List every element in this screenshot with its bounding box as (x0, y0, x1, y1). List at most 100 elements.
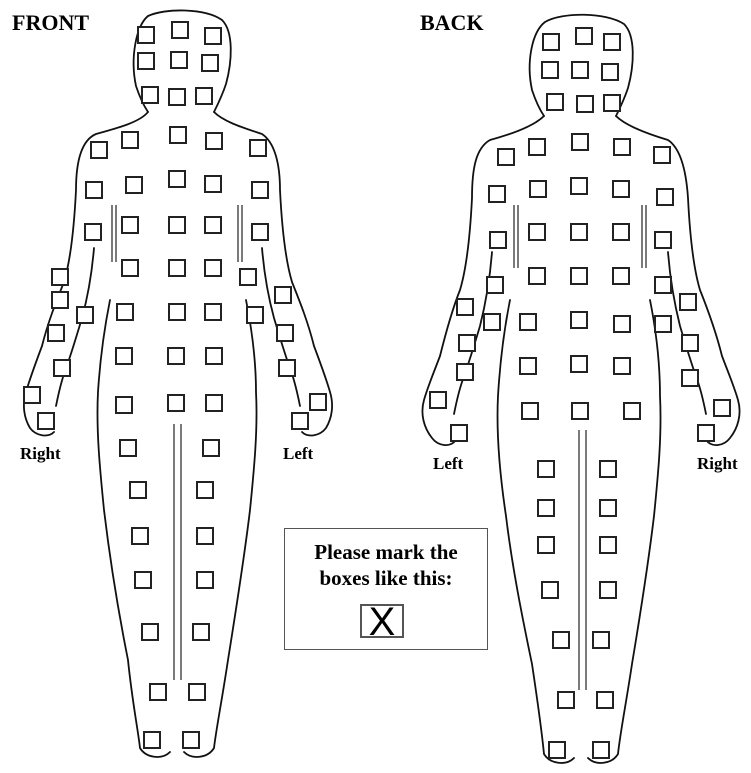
front-checkbox-39[interactable] (54, 360, 70, 376)
front-checkbox-31[interactable] (77, 307, 93, 323)
back-checkbox-25[interactable] (487, 277, 503, 293)
back-checkbox-14[interactable] (654, 147, 670, 163)
front-checkbox-41[interactable] (24, 387, 40, 403)
back-checkbox-18[interactable] (613, 181, 629, 197)
back-checkbox-30[interactable] (457, 299, 473, 315)
back-checkbox-10[interactable] (498, 149, 514, 165)
back-checkbox-29[interactable] (655, 277, 671, 293)
front-checkbox-56[interactable] (197, 528, 213, 544)
front-checkbox-32[interactable] (117, 304, 133, 320)
back-checkbox-62[interactable] (597, 692, 613, 708)
back-checkbox-63[interactable] (549, 742, 565, 758)
back-checkbox-44[interactable] (698, 425, 714, 441)
front-checkbox-4[interactable] (138, 53, 154, 69)
back-checkbox-31[interactable] (484, 314, 500, 330)
front-checkbox-34[interactable] (205, 304, 221, 320)
front-checkbox-24[interactable] (252, 224, 268, 240)
front-checkbox-13[interactable] (206, 133, 222, 149)
front-checkbox-60[interactable] (193, 624, 209, 640)
back-checkbox-40[interactable] (682, 370, 698, 386)
back-checkbox-47[interactable] (614, 358, 630, 374)
back-checkbox-51[interactable] (538, 461, 554, 477)
front-checkbox-53[interactable] (130, 482, 146, 498)
front-checkbox-46[interactable] (168, 348, 184, 364)
front-checkbox-26[interactable] (122, 260, 138, 276)
back-checkbox-38[interactable] (682, 335, 698, 351)
back-checkbox-49[interactable] (572, 403, 588, 419)
front-checkbox-29[interactable] (240, 269, 256, 285)
back-checkbox-7[interactable] (547, 94, 563, 110)
front-checkbox-57[interactable] (135, 572, 151, 588)
back-checkbox-27[interactable] (571, 268, 587, 284)
front-checkbox-59[interactable] (142, 624, 158, 640)
back-checkbox-64[interactable] (593, 742, 609, 758)
front-checkbox-38[interactable] (277, 325, 293, 341)
back-checkbox-4[interactable] (542, 62, 558, 78)
front-checkbox-62[interactable] (189, 684, 205, 700)
back-checkbox-46[interactable] (571, 356, 587, 372)
front-checkbox-16[interactable] (126, 177, 142, 193)
back-checkbox-39[interactable] (457, 364, 473, 380)
back-checkbox-43[interactable] (451, 425, 467, 441)
back-checkbox-58[interactable] (600, 582, 616, 598)
front-checkbox-63[interactable] (144, 732, 160, 748)
back-checkbox-12[interactable] (572, 134, 588, 150)
front-checkbox-37[interactable] (48, 325, 64, 341)
back-checkbox-55[interactable] (538, 537, 554, 553)
back-checkbox-19[interactable] (657, 189, 673, 205)
back-checkbox-1[interactable] (543, 34, 559, 50)
front-checkbox-36[interactable] (275, 287, 291, 303)
back-checkbox-9[interactable] (604, 95, 620, 111)
front-checkbox-28[interactable] (205, 260, 221, 276)
front-checkbox-47[interactable] (206, 348, 222, 364)
back-checkbox-32[interactable] (520, 314, 536, 330)
back-checkbox-15[interactable] (489, 186, 505, 202)
front-checkbox-5[interactable] (171, 52, 187, 68)
back-checkbox-60[interactable] (593, 632, 609, 648)
front-checkbox-3[interactable] (205, 28, 221, 44)
back-checkbox-11[interactable] (529, 139, 545, 155)
front-checkbox-48[interactable] (116, 397, 132, 413)
front-checkbox-23[interactable] (205, 217, 221, 233)
front-checkbox-10[interactable] (91, 142, 107, 158)
front-checkbox-50[interactable] (206, 395, 222, 411)
back-checkbox-52[interactable] (600, 461, 616, 477)
front-checkbox-55[interactable] (132, 528, 148, 544)
front-checkbox-18[interactable] (205, 176, 221, 192)
back-checkbox-23[interactable] (613, 224, 629, 240)
front-checkbox-2[interactable] (172, 22, 188, 38)
front-checkbox-14[interactable] (250, 140, 266, 156)
front-checkbox-51[interactable] (120, 440, 136, 456)
back-checkbox-48[interactable] (522, 403, 538, 419)
back-checkbox-13[interactable] (614, 139, 630, 155)
back-checkbox-53[interactable] (538, 500, 554, 516)
back-checkbox-24[interactable] (655, 232, 671, 248)
front-checkbox-42[interactable] (310, 394, 326, 410)
back-checkbox-36[interactable] (680, 294, 696, 310)
front-checkbox-27[interactable] (169, 260, 185, 276)
front-checkbox-22[interactable] (169, 217, 185, 233)
front-checkbox-11[interactable] (122, 132, 138, 148)
back-checkbox-56[interactable] (600, 537, 616, 553)
back-checkbox-2[interactable] (576, 28, 592, 44)
front-checkbox-64[interactable] (183, 732, 199, 748)
front-checkbox-40[interactable] (279, 360, 295, 376)
back-checkbox-50[interactable] (624, 403, 640, 419)
front-checkbox-6[interactable] (202, 55, 218, 71)
back-checkbox-26[interactable] (529, 268, 545, 284)
back-checkbox-20[interactable] (490, 232, 506, 248)
back-checkbox-45[interactable] (520, 358, 536, 374)
front-checkbox-44[interactable] (292, 413, 308, 429)
back-checkbox-42[interactable] (714, 400, 730, 416)
front-checkbox-30[interactable] (52, 292, 68, 308)
front-checkbox-25[interactable] (52, 269, 68, 285)
front-checkbox-9[interactable] (196, 88, 212, 104)
back-checkbox-22[interactable] (571, 224, 587, 240)
back-checkbox-54[interactable] (600, 500, 616, 516)
front-checkbox-20[interactable] (85, 224, 101, 240)
front-checkbox-12[interactable] (170, 127, 186, 143)
back-checkbox-6[interactable] (602, 64, 618, 80)
front-checkbox-7[interactable] (142, 87, 158, 103)
back-checkbox-17[interactable] (571, 178, 587, 194)
front-checkbox-21[interactable] (122, 217, 138, 233)
